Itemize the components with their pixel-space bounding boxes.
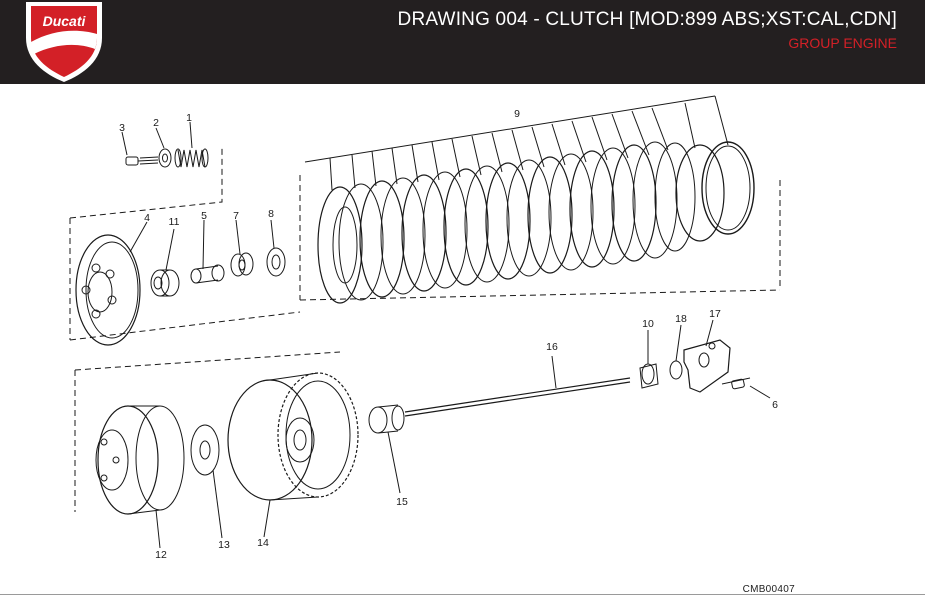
brand-text: Ducati — [43, 13, 87, 29]
callout-16[interactable]: 16 — [546, 341, 558, 353]
ducati-shield-icon: Ducati — [26, 2, 102, 82]
washer-8 — [266, 247, 286, 277]
push-rod-16 — [404, 377, 631, 417]
header-bar: Ducati DRAWING 004 - CLUTCH [MOD:899 ABS… — [0, 0, 925, 84]
pin-5 — [190, 264, 225, 284]
ducati-logo[interactable]: Ducati — [22, 0, 106, 84]
callout-1[interactable]: 1 — [186, 112, 192, 124]
bushing-15 — [368, 404, 405, 434]
clutch-drum-12 — [95, 405, 185, 515]
clutch-housing-14 — [227, 372, 359, 501]
callout-9[interactable]: 9 — [514, 108, 520, 120]
callout-2[interactable]: 2 — [153, 117, 159, 129]
clutch-plate-stack — [317, 141, 755, 304]
callout-11[interactable]: 11 — [169, 216, 180, 228]
callout-10[interactable]: 10 — [642, 318, 654, 330]
bottom-divider — [0, 594, 925, 595]
plate-leader-lines — [329, 95, 729, 191]
screw-3 — [125, 156, 159, 166]
callout-12[interactable]: 12 — [155, 549, 167, 561]
oring-18 — [669, 360, 683, 380]
callout-7[interactable]: 7 — [233, 210, 239, 222]
callout-4[interactable]: 4 — [144, 212, 150, 224]
callout-18[interactable]: 18 — [675, 313, 687, 325]
callout-6[interactable]: 6 — [772, 399, 778, 411]
callout-5[interactable]: 5 — [201, 210, 207, 222]
callout-13[interactable]: 13 — [218, 539, 230, 551]
group-link[interactable]: GROUP ENGINE — [788, 35, 897, 51]
callout-15[interactable]: 15 — [396, 496, 408, 508]
piston-10 — [639, 363, 659, 389]
clutch-exploded-diagram: 1 2 3 4 5 6 7 8 9 10 11 12 13 14 15 16 1… — [69, 95, 781, 561]
drawing-code: CMB00407 — [742, 584, 795, 595]
callout-3[interactable]: 3 — [119, 122, 125, 134]
washer-2 — [158, 148, 172, 168]
callout-8[interactable]: 8 — [268, 208, 274, 220]
bearing-11 — [150, 269, 180, 297]
spring-1 — [174, 148, 209, 168]
callout-14[interactable]: 14 — [257, 537, 269, 549]
washer-13 — [190, 424, 220, 476]
page-title: DRAWING 004 - CLUTCH [MOD:899 ABS;XST:CA… — [397, 9, 897, 30]
callout-17[interactable]: 17 — [709, 308, 721, 320]
pressure-plate-4 — [75, 234, 141, 346]
slave-cylinder-17 — [683, 339, 731, 393]
screw-6 — [721, 377, 751, 390]
bearing-7 — [230, 252, 254, 277]
callout-labels: 1 2 3 4 5 6 7 8 9 10 11 12 13 14 15 16 1… — [119, 108, 778, 561]
